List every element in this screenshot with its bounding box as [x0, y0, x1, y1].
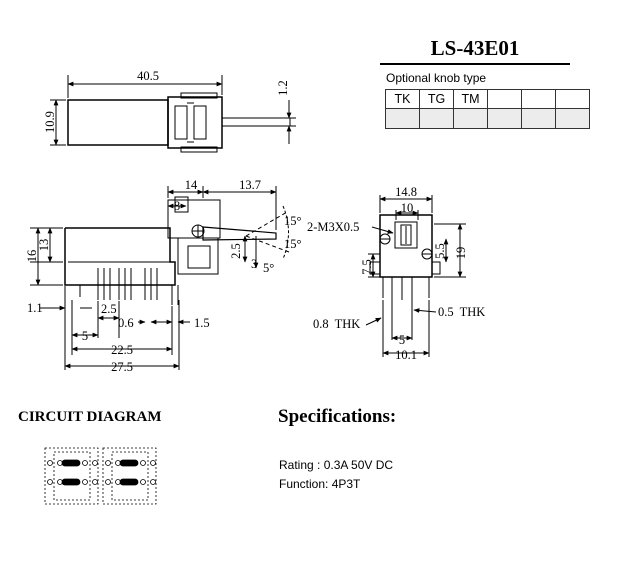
end-dim-5: 5 [399, 333, 405, 347]
circuit-diagram-title: CIRCUIT DIAGRAM [18, 409, 162, 425]
end-dim-19: 19 [454, 247, 468, 260]
side-dim-5: 5 [82, 329, 88, 343]
knob-type-cell: TM [453, 89, 488, 109]
side-dim-0-6: 0.6 [118, 316, 134, 330]
side-dim-13-7: 13.7 [239, 178, 261, 192]
knob-type-row: TK TG TM [385, 89, 590, 109]
side-dim-13: 13 [37, 239, 51, 252]
side-dim-22-5: 22.5 [111, 343, 133, 357]
end-dim-10-1: 10.1 [395, 348, 417, 362]
knob-image-cell [419, 108, 454, 129]
top-height-label: 10.9 [43, 111, 57, 133]
knob-type-cell [555, 89, 590, 109]
spec-rating: Rating : 0.3A 50V DC [279, 458, 394, 472]
side-dim-3: 3 [251, 257, 257, 271]
side-dim-8: 8 [174, 199, 180, 213]
side-dim-2-5-vertical: 2.5 [229, 243, 243, 259]
knob-type-cell [521, 89, 556, 109]
side-dim-1-5: 1.5 [194, 316, 210, 330]
knob-image-row [385, 108, 590, 129]
knob-image-cell [385, 108, 420, 129]
knob-table-caption: Optional knob type [386, 71, 487, 85]
top-length-label: 40.5 [137, 69, 159, 83]
knob-type-cell: TK [385, 89, 420, 109]
knob-image-cell [521, 108, 556, 129]
side-dim-16: 16 [25, 250, 39, 263]
side-dim-angle-lower: 15° [284, 237, 302, 251]
side-dim-14: 14 [185, 178, 198, 192]
spec-function: Function: 4P3T [279, 477, 361, 491]
circuit-diagram [44, 447, 157, 505]
knob-type-cell: TG [419, 89, 454, 109]
end-dim-14-8: 14.8 [395, 185, 417, 199]
end-dim-0-5-thk: 0.5 THK [438, 305, 485, 319]
circuit-block-right [102, 447, 157, 505]
circuit-block-left [44, 447, 99, 505]
side-dim-1-1: 1.1 [27, 301, 43, 315]
side-dim-27-5: 27.5 [111, 360, 133, 374]
knob-type-cell [487, 89, 522, 109]
end-view [365, 195, 466, 357]
end-dim-thread: 2-M3X0.5 [307, 220, 359, 234]
top-view [50, 75, 296, 153]
knob-type-table: TK TG TM [385, 89, 590, 129]
side-dim-angle-5: 5° [263, 261, 274, 275]
top-shaft-label: 1.2 [276, 80, 290, 96]
knob-image-cell [453, 108, 488, 129]
end-dim-5-5: 5.5 [433, 243, 447, 259]
side-dim-angle-upper: 15° [284, 214, 302, 228]
side-dim-2-5: 2.5 [101, 302, 117, 316]
end-dim-0-8-thk: 0.8 THK [313, 317, 360, 331]
knob-image-cell [555, 108, 590, 129]
end-dim-10: 10 [401, 201, 414, 215]
end-dim-7-5: 7.5 [360, 259, 374, 275]
specifications-title: Specifications: [278, 406, 397, 427]
part-number-title: LS-43E01 [380, 36, 570, 65]
knob-image-cell [487, 108, 522, 129]
side-view [30, 186, 290, 370]
